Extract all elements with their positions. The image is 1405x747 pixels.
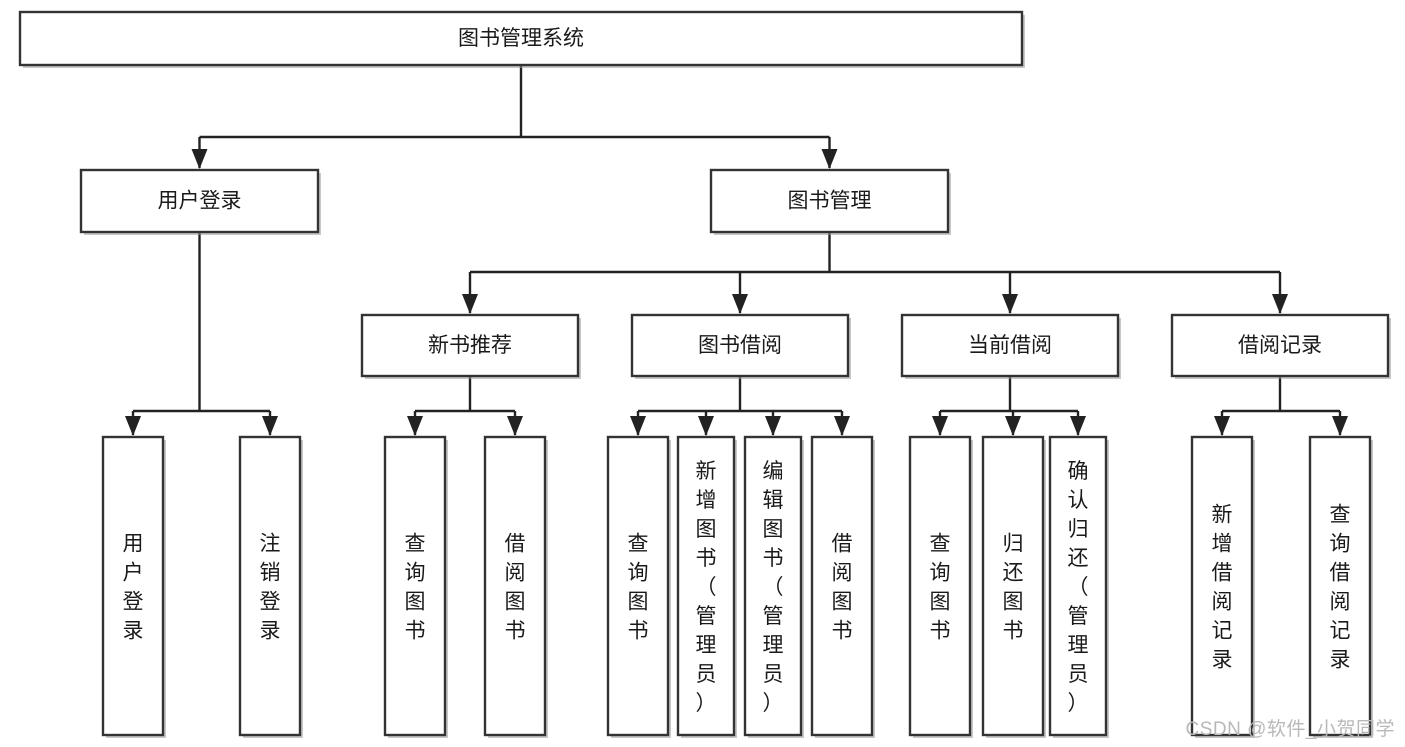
arrow-head-icon [834, 416, 850, 436]
box-outline [238, 435, 302, 737]
node-label: 查询图书 [930, 533, 951, 643]
box-outline [101, 435, 165, 737]
node-label: 图书管理系统 [458, 27, 584, 50]
node-user-login[interactable]: 用户登录 [79, 168, 321, 235]
node-new-book-recommend[interactable]: 新书推荐 [360, 313, 581, 379]
node-label: 当前借阅 [968, 334, 1052, 357]
arrow-head-icon [407, 416, 423, 436]
box-outline [606, 435, 670, 737]
arrow-head-icon [821, 149, 838, 169]
arrow-head-icon [732, 294, 748, 314]
arrow-head-icon [125, 416, 141, 436]
box-outline [630, 313, 850, 378]
connector-edges-layer [125, 65, 1348, 436]
arrow-head-icon [1002, 294, 1018, 314]
arrow-head-icon [262, 416, 278, 436]
box-outline [908, 435, 972, 737]
box-outline [1170, 313, 1390, 378]
box-outline [79, 168, 320, 234]
box-outline [1308, 435, 1372, 737]
arrow-head-icon [1332, 416, 1348, 436]
node-leaf-user-logout[interactable]: 注销登录 [238, 435, 303, 738]
node-leaf-add-book-admin[interactable]: 新增图书（管理员） [676, 435, 737, 738]
box-outline [709, 168, 950, 234]
node-label: 归还图书 [1003, 533, 1024, 643]
node-label: 新增图书（管理员） [696, 460, 717, 715]
csdn-watermark: CSDN @软件_小贺同学 [1185, 719, 1395, 740]
node-leaf-borrow-book-rec[interactable]: 借阅图书 [483, 435, 548, 738]
box-outline [18, 10, 1024, 67]
node-label: 借阅记录 [1238, 334, 1322, 357]
node-label: 用户登录 [158, 190, 242, 213]
box-outline [900, 313, 1120, 378]
arrow-head-icon [1070, 416, 1086, 436]
node-leaf-query-book-borrow[interactable]: 查询图书 [606, 435, 671, 738]
arrow-head-icon [507, 416, 523, 436]
node-borrow-record[interactable]: 借阅记录 [1170, 313, 1391, 379]
node-book-management[interactable]: 图书管理 [709, 168, 951, 235]
node-root[interactable]: 图书管理系统 [18, 10, 1025, 68]
node-label: 新增借阅记录 [1212, 504, 1233, 672]
arrow-head-icon [698, 416, 714, 436]
arrow-head-icon [1005, 416, 1021, 436]
box-outline [1048, 435, 1108, 737]
node-label: 新书推荐 [428, 334, 512, 357]
node-label: 图书借阅 [698, 334, 782, 357]
box-outline [360, 313, 580, 378]
arrow-head-icon [1214, 416, 1230, 436]
box-outline [810, 435, 874, 737]
node-leaf-query-borrow-record[interactable]: 查询借阅记录 [1308, 435, 1373, 738]
box-outline [676, 435, 736, 737]
box-outline [981, 435, 1045, 737]
node-label: 图书管理 [788, 190, 872, 213]
node-leaf-query-book-rec[interactable]: 查询图书 [383, 435, 448, 738]
node-leaf-edit-book-admin[interactable]: 编辑图书（管理员） [743, 435, 804, 738]
arrow-head-icon [462, 294, 478, 314]
node-label: 查询借阅记录 [1330, 504, 1351, 672]
box-outline [743, 435, 803, 737]
node-leaf-borrow-book[interactable]: 借阅图书 [810, 435, 875, 738]
node-leaf-query-book-current[interactable]: 查询图书 [908, 435, 973, 738]
node-label: 确认归还（管理员） [1068, 460, 1089, 715]
node-leaf-user-login[interactable]: 用户登录 [101, 435, 166, 738]
node-label: 用户登录 [123, 533, 144, 643]
node-boxes-layer: 图书管理系统用户登录图书管理新书推荐图书借阅当前借阅借阅记录用户登录注销登录查询… [18, 10, 1391, 738]
node-label: 借阅图书 [832, 533, 853, 643]
node-leaf-confirm-return-admin[interactable]: 确认归还（管理员） [1048, 435, 1109, 738]
node-book-borrow[interactable]: 图书借阅 [630, 313, 851, 379]
box-outline [1190, 435, 1254, 737]
arrow-head-icon [1272, 294, 1288, 314]
box-outline [383, 435, 447, 737]
node-label: 编辑图书（管理员） [763, 460, 784, 715]
node-leaf-add-borrow-record[interactable]: 新增借阅记录 [1190, 435, 1255, 738]
node-label: 查询图书 [405, 533, 426, 643]
arrow-head-icon [765, 416, 781, 436]
node-leaf-return-book[interactable]: 归还图书 [981, 435, 1046, 738]
node-label: 查询图书 [628, 533, 649, 643]
node-label: 借阅图书 [505, 533, 526, 643]
arrow-head-icon [932, 416, 948, 436]
box-outline [483, 435, 547, 737]
node-label: 注销登录 [260, 533, 281, 643]
arrow-head-icon [630, 416, 646, 436]
node-current-borrow[interactable]: 当前借阅 [900, 313, 1121, 379]
arrow-head-icon [191, 149, 208, 169]
